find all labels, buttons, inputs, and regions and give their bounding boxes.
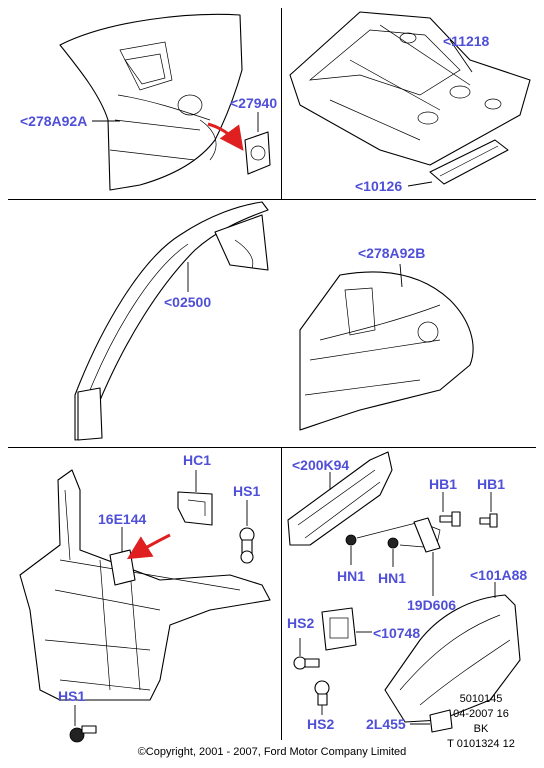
callout-10748[interactable]: <10748 — [373, 625, 421, 641]
callout-19d606[interactable]: 19D606 — [407, 597, 457, 613]
rear-quarter-panel-left — [59, 13, 243, 191]
screw-hs2-bottom — [314, 680, 330, 706]
callout-hb1-left[interactable]: HB1 — [429, 476, 458, 492]
screw-hs1-bottom — [69, 725, 97, 743]
callout-101a88[interactable]: <101A88 — [470, 567, 528, 583]
hood-clip-hc1 — [177, 491, 213, 526]
bracket-19d606 — [413, 517, 441, 553]
callout-11218[interactable]: <11218 — [443, 33, 490, 49]
floor-crossmember — [429, 139, 509, 185]
footer-ref-number: 5010145 — [459, 693, 503, 705]
callout-hs2-top[interactable]: HS2 — [287, 615, 315, 631]
body-side-pillar — [74, 201, 269, 441]
screw-hs2-top — [293, 656, 320, 670]
footer-date-code: 04-2007 16 — [453, 708, 509, 720]
rear-quarter-panel-right — [299, 271, 474, 431]
footer-bk-code: BK — [473, 723, 489, 735]
red-arrow-16e144 — [126, 533, 171, 560]
wheelhouse-apron-200k94 — [287, 451, 393, 546]
wheelhouse-liner-101a88 — [384, 594, 521, 723]
callout-hb1-right[interactable]: HB1 — [477, 476, 506, 492]
callout-hs2-bottom[interactable]: HS2 — [307, 716, 335, 732]
front-end-carrier — [19, 469, 271, 701]
bracket-10748 — [321, 607, 357, 651]
clip-2l455 — [429, 709, 453, 733]
callout-278a92b[interactable]: <278A92B — [358, 245, 426, 261]
copyright-notice: ©Copyright, 2001 - 2007, Ford Motor Comp… — [137, 746, 407, 758]
bolt-hb1-right — [479, 513, 498, 528]
nut-hn1-left — [345, 534, 357, 546]
callout-hn1-left[interactable]: HN1 — [337, 568, 366, 584]
callout-hc1[interactable]: HC1 — [183, 452, 212, 468]
divider-row2 — [8, 447, 536, 448]
callout-hs1-bottom[interactable]: HS1 — [58, 688, 86, 704]
nut-hn1-right — [387, 537, 399, 549]
fuel-door-housing — [244, 131, 271, 175]
callout-hn1-right[interactable]: HN1 — [378, 570, 407, 586]
screw-hs1-top — [239, 527, 255, 564]
bolt-hb1-left — [439, 511, 461, 527]
callout-16e144[interactable]: 16E144 — [98, 511, 147, 527]
callout-10126[interactable]: <10126 — [355, 178, 403, 194]
divider-col-bottom — [281, 447, 282, 740]
callout-200k94[interactable]: <200K94 — [292, 457, 350, 473]
floor-pan — [289, 11, 531, 166]
divider-col-top — [281, 8, 282, 199]
callout-02500[interactable]: <02500 — [164, 294, 212, 310]
red-arrow-27940 — [207, 122, 244, 151]
footer-doc-code: T 0101324 12 — [447, 738, 515, 750]
divider-row1 — [8, 199, 536, 200]
callout-2l455[interactable]: 2L455 — [366, 716, 406, 732]
callout-27940[interactable]: <27940 — [230, 95, 278, 111]
callout-hs1-top[interactable]: HS1 — [233, 483, 261, 499]
callout-278a92a[interactable]: <278A92A — [20, 113, 88, 129]
